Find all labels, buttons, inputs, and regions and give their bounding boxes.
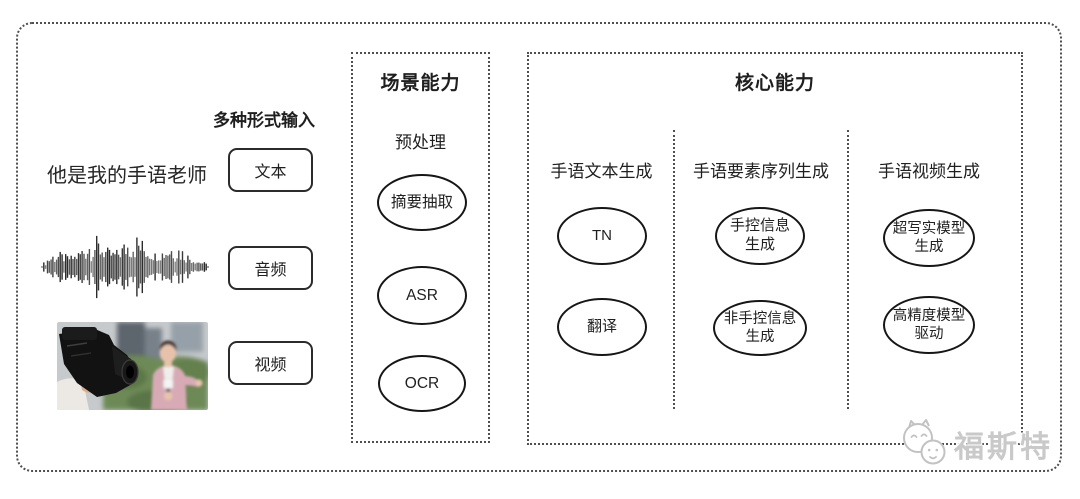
photo-camera	[57, 327, 139, 410]
column-header-element-sequence: 手语要素序列生成	[693, 162, 829, 181]
sample-sentence: 他是我的手语老师	[47, 165, 207, 187]
video-thumbnail	[57, 322, 208, 410]
core-node-tn: TN	[557, 207, 647, 265]
scene-box-subtitle: 预处理	[395, 133, 446, 152]
column-header-video-generation: 手语视频生成	[878, 162, 980, 181]
watermark-text: 福斯特	[954, 431, 1053, 464]
watermark: 福斯特	[896, 418, 1053, 470]
scene-node-asr: ASR	[377, 266, 467, 325]
core-node-high-precision-model-driving: 高精度模型 驱动	[883, 296, 975, 354]
input-box-text: 文本	[228, 148, 313, 192]
column-header-text-generation: 手语文本生成	[550, 162, 653, 181]
core-node-non-manual-info-generation: 非手控信息 生成	[713, 300, 807, 356]
scene-box-title: 场景能力	[380, 73, 461, 94]
scene-node-summary-extraction: 摘要抽取	[377, 174, 467, 231]
scene-node-ocr: OCR	[378, 355, 466, 412]
watermark-logo-icon	[903, 419, 946, 465]
photo-reporter	[151, 340, 203, 410]
column-divider-1	[673, 130, 675, 409]
core-box-title: 核心能力	[734, 73, 815, 94]
core-node-translation: 翻译	[557, 298, 647, 356]
scene-capability-box: 场景能力 预处理 摘要抽取 ASR OCR	[351, 52, 490, 443]
input-box-video: 视频	[228, 341, 313, 385]
input-heading: 多种形式输入	[213, 111, 315, 130]
core-node-manual-info-generation: 手控信息 生成	[715, 207, 805, 265]
audio-waveform-icon	[41, 235, 209, 299]
core-capability-box: 核心能力 手语文本生成 手语要素序列生成 手语视频生成 TN 翻译 手控信息 生…	[527, 52, 1023, 445]
input-box-audio: 音频	[228, 246, 313, 290]
outer-dotted-frame	[16, 22, 1062, 472]
core-node-hyperrealistic-model-generation: 超写实模型 生成	[883, 209, 975, 267]
column-divider-2	[847, 130, 849, 409]
